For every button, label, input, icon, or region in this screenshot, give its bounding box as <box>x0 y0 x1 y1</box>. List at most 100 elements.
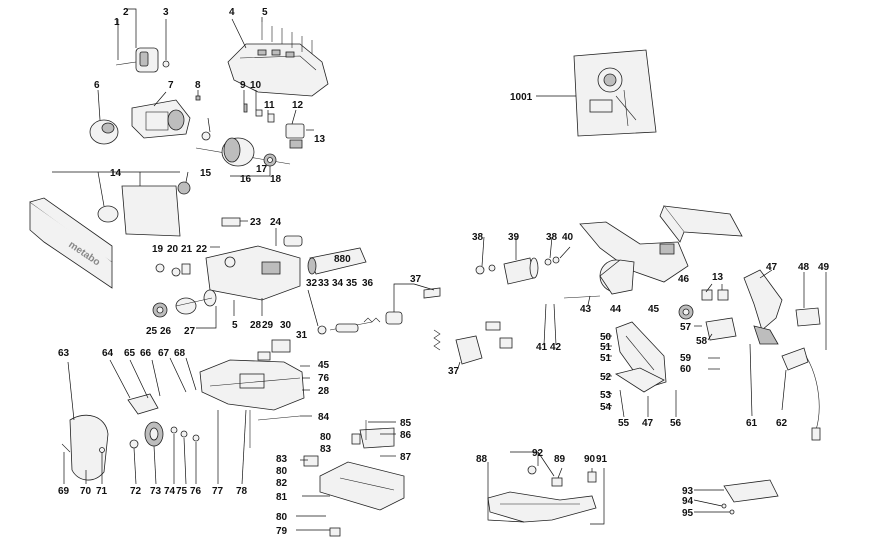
callout-46: 46 <box>678 274 690 285</box>
callout-80: 80 <box>276 512 288 523</box>
armature-part <box>195 131 291 167</box>
callout-59: 59 <box>680 353 692 364</box>
callout-14: 14 <box>110 168 122 179</box>
callout-37: 37 <box>410 274 422 285</box>
callout-54: 54 <box>600 402 612 413</box>
cable-part <box>781 347 821 441</box>
callout-91: 91 <box>596 454 608 465</box>
callout-23: 23 <box>250 217 262 228</box>
leader-lines <box>52 8 827 531</box>
stator-part <box>131 99 191 139</box>
callout-11: 11 <box>264 100 275 111</box>
callout-90: 90 <box>584 454 596 465</box>
callout-80c: 80 <box>320 432 332 443</box>
callout-50: 50 <box>600 332 612 343</box>
callout-880: 880 <box>334 254 351 265</box>
callout-36: 36 <box>362 278 374 289</box>
callout-83b: 83 <box>320 444 332 455</box>
callout-57: 57 <box>680 322 692 333</box>
callout-93: 93 <box>682 486 694 497</box>
callout-86: 86 <box>400 430 412 441</box>
callout-47: 47 <box>766 262 778 273</box>
callout-37b: 37 <box>448 366 460 377</box>
callout-39: 39 <box>508 232 520 243</box>
callout-82: 82 <box>276 478 288 489</box>
callout-89: 89 <box>554 454 566 465</box>
callout-6: 6 <box>94 80 100 91</box>
callout-67: 67 <box>158 348 170 359</box>
callout-81: 81 <box>276 492 288 503</box>
grease-tube-part <box>307 247 367 275</box>
callout-17: 17 <box>256 164 268 175</box>
guard-47-part <box>615 269 783 393</box>
callout-64: 64 <box>102 348 114 359</box>
gear-46-part <box>678 304 694 320</box>
callout-84: 84 <box>318 412 330 423</box>
roller-part <box>475 256 635 299</box>
callout-45b: 45 <box>318 360 330 371</box>
callout-74: 74 <box>164 486 176 497</box>
callout-48: 48 <box>798 262 810 273</box>
callout-31: 31 <box>296 330 308 341</box>
callout-38b: 38 <box>546 232 558 243</box>
callout-51: 51 <box>600 342 612 353</box>
callout-18: 18 <box>270 174 282 185</box>
callout-15: 15 <box>200 168 212 179</box>
callout-95: 95 <box>682 508 694 519</box>
callout-94: 94 <box>682 496 694 507</box>
callout-70: 70 <box>80 486 92 497</box>
gear-housing-part <box>205 217 303 301</box>
callout-35: 35 <box>346 278 358 289</box>
callout-47b: 47 <box>642 418 654 429</box>
callout-38: 38 <box>472 232 484 243</box>
callout-85: 85 <box>400 418 412 429</box>
callout-3: 3 <box>163 7 169 18</box>
guard-plate-part <box>97 181 191 237</box>
callout-1: 1 <box>114 17 120 28</box>
brush-58-part <box>701 289 737 341</box>
callout-55: 55 <box>618 418 630 429</box>
callout-9: 9 <box>240 80 246 91</box>
callout-58: 58 <box>696 336 708 347</box>
callout-87: 87 <box>400 452 412 463</box>
callout-22: 22 <box>196 244 208 255</box>
callout-7: 7 <box>168 80 174 91</box>
callout-69: 69 <box>58 486 70 497</box>
callout-72: 72 <box>130 486 142 497</box>
callout-2: 2 <box>123 7 129 18</box>
motor-housing-part <box>227 22 329 97</box>
callout-77: 77 <box>212 486 224 497</box>
callout-20: 20 <box>167 244 179 255</box>
base-plate-88-part <box>487 465 597 523</box>
callout-66: 66 <box>140 348 152 359</box>
parallel-guide-part <box>303 420 405 537</box>
callout-13b: 13 <box>712 272 724 283</box>
gear-set-part <box>152 289 217 318</box>
callout-73: 73 <box>150 486 162 497</box>
callout-83: 83 <box>276 454 288 465</box>
callout-4: 4 <box>229 7 235 18</box>
callout-10: 10 <box>250 80 262 91</box>
callout-28b: 28 <box>318 386 330 397</box>
callout-19: 19 <box>152 244 164 255</box>
callout-30: 30 <box>280 320 292 331</box>
bearing-cap-part <box>89 119 119 145</box>
callout-43: 43 <box>580 304 592 315</box>
callout-53: 53 <box>600 390 612 401</box>
sanding-belt-part <box>659 205 743 243</box>
callout-33: 33 <box>318 278 330 289</box>
callout-88: 88 <box>476 454 488 465</box>
bracket-64-part <box>127 393 159 415</box>
callout-5b: 5 <box>232 320 238 331</box>
callout-16: 16 <box>240 174 252 185</box>
callout-80b: 80 <box>276 466 288 477</box>
belt-frame-part <box>579 221 689 283</box>
callout-24: 24 <box>270 217 282 228</box>
callout-51b: 51 <box>600 353 612 364</box>
callout-labels: 1 2 3 4 5 5 6 7 8 9 10 11 12 13 13 14 15… <box>58 7 830 537</box>
callout-76b: 76 <box>318 373 330 384</box>
sheet-48-part <box>795 307 821 327</box>
carry-case-part: metabo <box>29 197 113 289</box>
side-cover-part <box>615 321 667 389</box>
callout-52: 52 <box>600 372 612 383</box>
